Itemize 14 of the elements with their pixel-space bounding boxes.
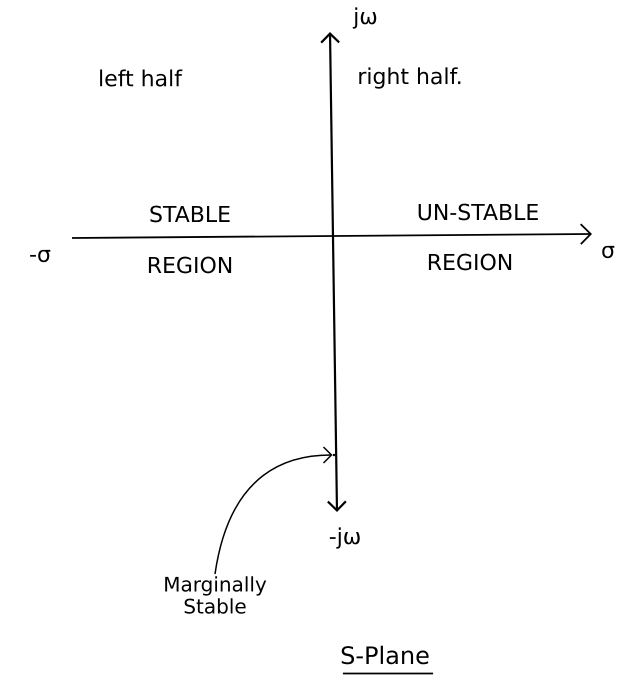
arrow: [214, 446, 333, 574]
title: S-Plane: [342, 646, 429, 664]
axis-label: σ: [602, 246, 614, 258]
axis-label: jω: [352, 7, 376, 29]
region-label: right half.: [359, 67, 460, 89]
region-label: UN-STABLE: [418, 204, 538, 220]
region-label: left half: [100, 69, 182, 86]
annotation-text: Marginally Stable: [165, 576, 266, 614]
axis-label: -σ: [30, 250, 50, 262]
region-label: REGION: [428, 254, 512, 270]
region-label: STABLE: [150, 206, 230, 222]
region-label: REGION: [148, 256, 232, 274]
axis-label: -jω: [330, 527, 360, 549]
axis-point: [332, 454, 336, 456]
